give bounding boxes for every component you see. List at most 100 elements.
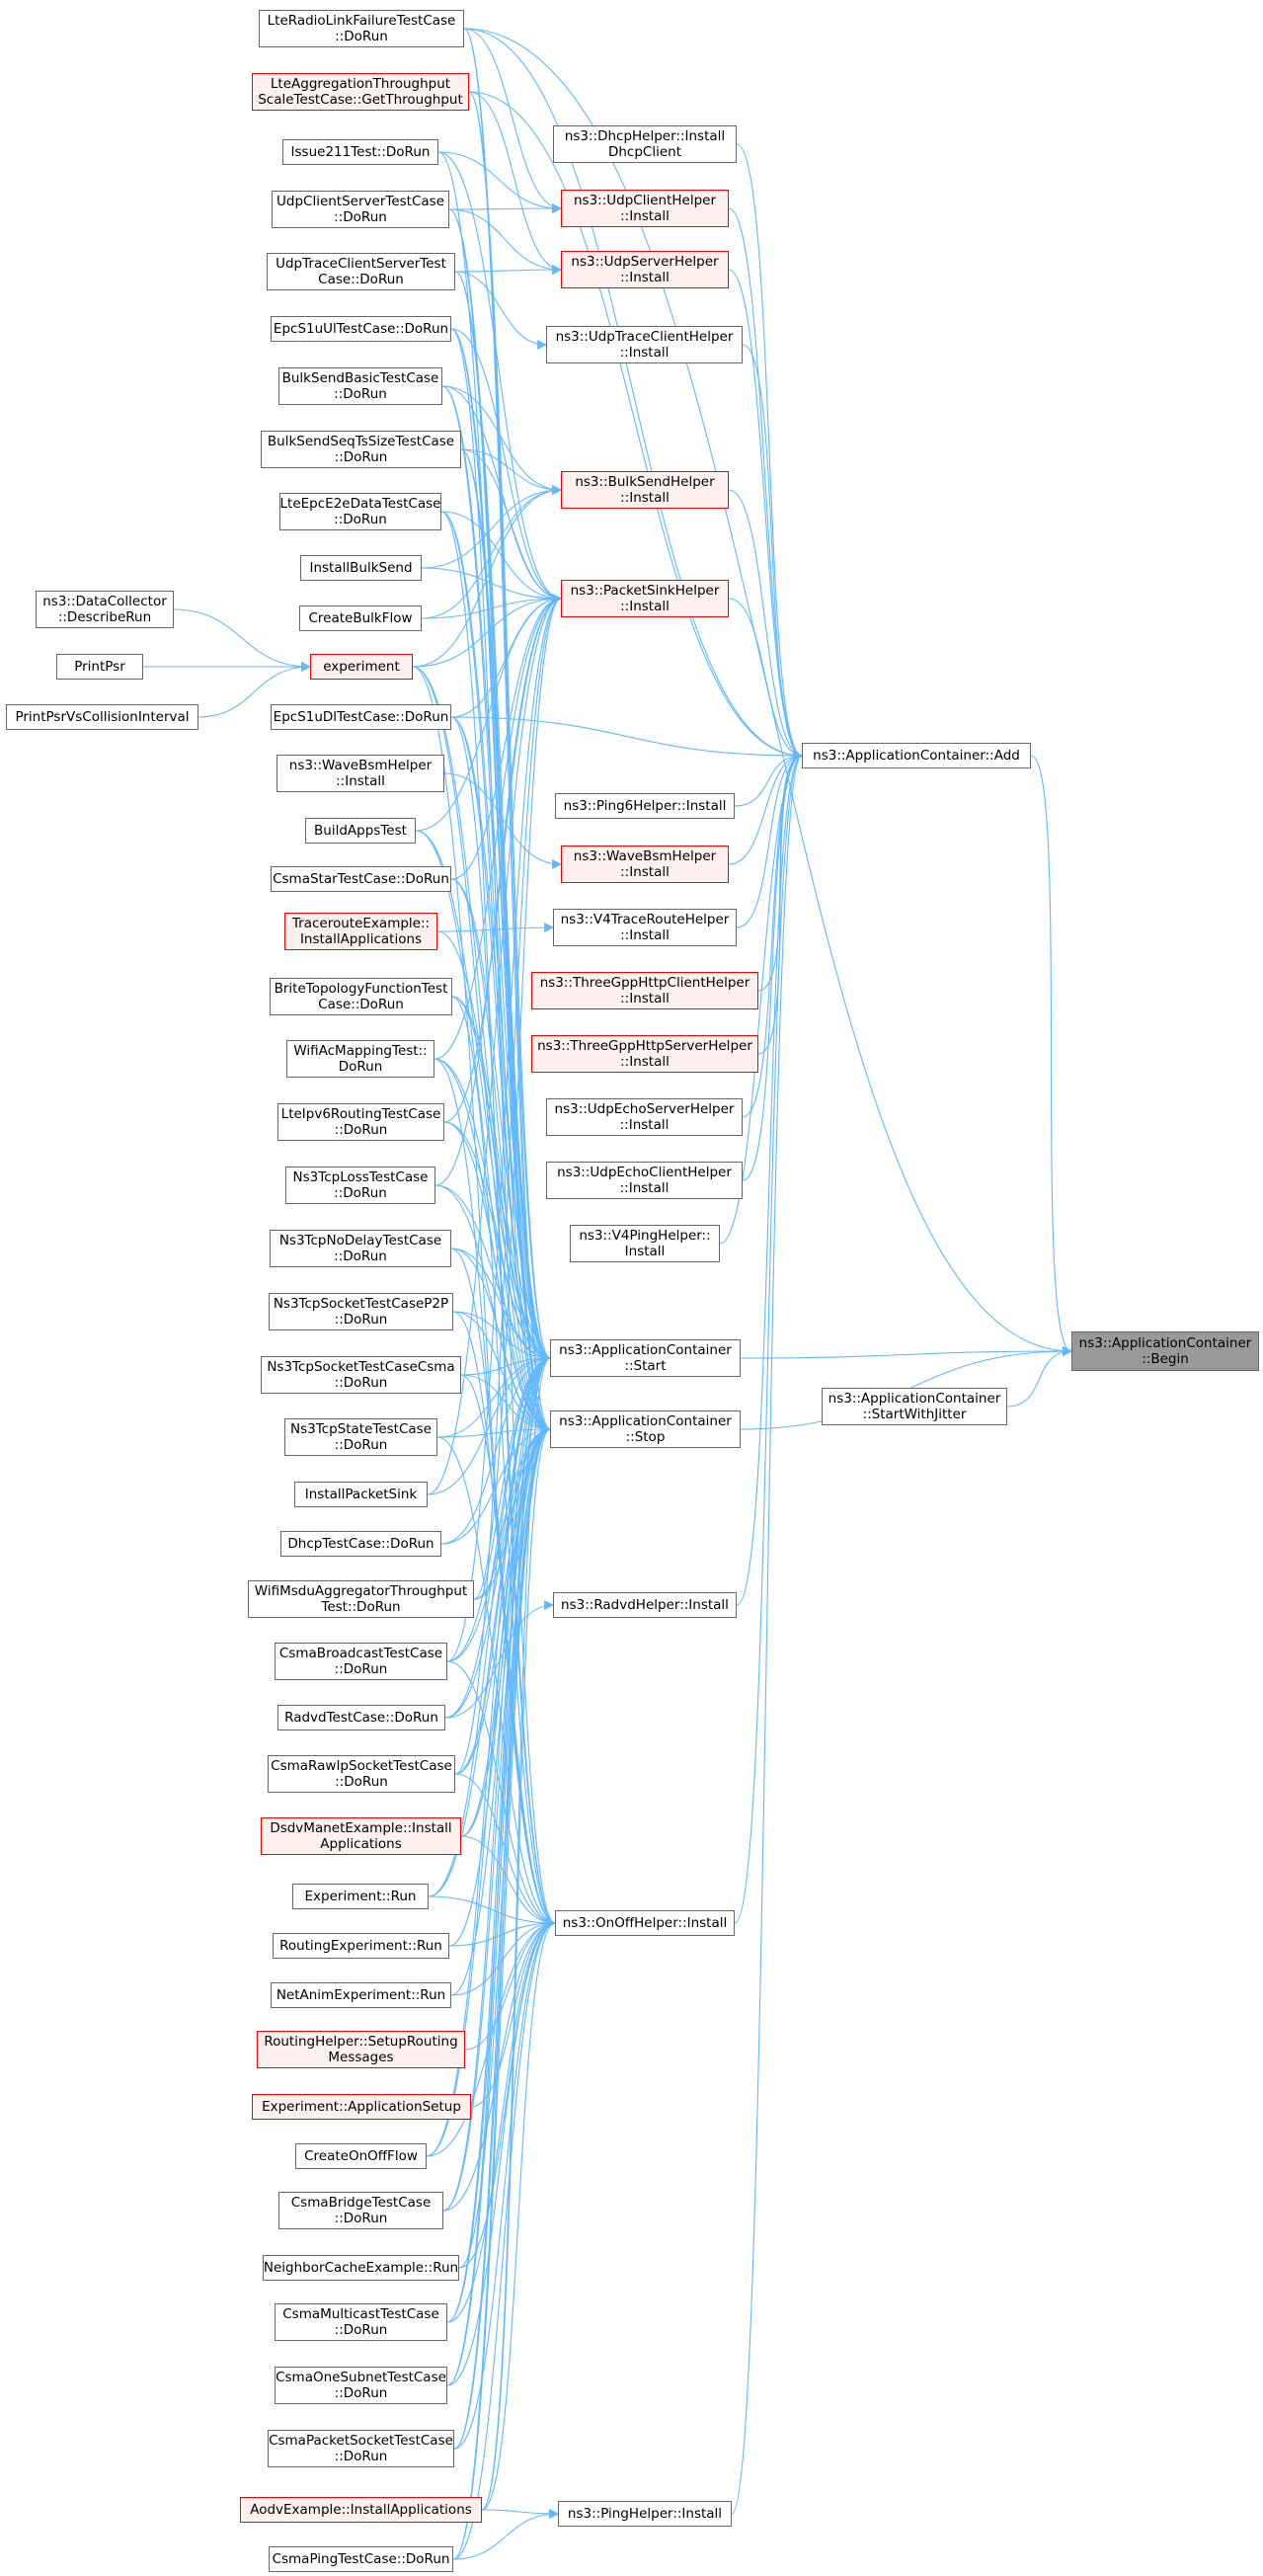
node-epcdl[interactable]: EpcS1uDlTestCase::DoRun xyxy=(271,704,451,730)
node-experiment[interactable]: experiment xyxy=(310,654,413,680)
node-echocl[interactable]: ns3::UdpEchoClientHelper::Install xyxy=(546,1162,743,1199)
node-label-line: ns3::ApplicationContainer xyxy=(828,1391,1001,1407)
node-csmastar[interactable]: CsmaStarTestCase::DoRun xyxy=(271,866,451,892)
node-udpcst[interactable]: UdpClientServerTestCase::DoRun xyxy=(272,191,449,228)
node-label-line: ::DoRun xyxy=(334,1185,387,1201)
node-bulkbasic[interactable]: BulkSendBasicTestCase::DoRun xyxy=(278,367,442,405)
node-stop[interactable]: ns3::ApplicationContainer::Stop xyxy=(550,1410,741,1448)
edge-udpcl-to-add xyxy=(728,207,803,761)
node-label-line: ::Install xyxy=(620,1054,670,1070)
node-udpcl[interactable]: ns3::UdpClientHelper::Install xyxy=(561,190,729,227)
node-label-line: LteRadioLinkFailureTestCase xyxy=(267,13,456,29)
node-lteepc[interactable]: LteEpcE2eDataTestCase::DoRun xyxy=(279,493,441,530)
node-udptr[interactable]: ns3::UdpTraceClientHelper::Install xyxy=(546,326,743,363)
edge-csmamcast-to-start xyxy=(446,1353,551,2323)
node-tcpp2p[interactable]: Ns3TcpSocketTestCaseP2P::DoRun xyxy=(269,1293,453,1330)
node-tracert[interactable]: TracerouteExample::InstallApplications xyxy=(284,913,437,950)
node-printpsr[interactable]: PrintPsr xyxy=(56,654,143,680)
node-csmarawip[interactable]: CsmaRawIpSocketTestCase::DoRun xyxy=(268,1755,455,1793)
node-v4ping[interactable]: ns3::V4PingHelper::Install xyxy=(570,1225,720,1262)
node-sink[interactable]: ns3::PacketSinkHelper::Install xyxy=(561,580,729,617)
edge-v4tr-to-add xyxy=(736,751,803,928)
node-label-line: ::DoRun xyxy=(334,2385,388,2401)
node-tcploss[interactable]: Ns3TcpLossTestCase::DoRun xyxy=(285,1167,435,1204)
node-label-line: ns3::DataCollector xyxy=(42,594,167,609)
node-datacol[interactable]: ns3::DataCollector::DescribeRun xyxy=(36,591,174,628)
node-startjit[interactable]: ns3::ApplicationContainer::StartWithJitt… xyxy=(822,1388,1007,1425)
node-printpsrvs[interactable]: PrintPsrVsCollisionInterval xyxy=(6,704,198,730)
node-csmamcast[interactable]: CsmaMulticastTestCase::DoRun xyxy=(275,2303,447,2341)
node-createonoff[interactable]: CreateOnOffFlow xyxy=(295,2143,427,2169)
node-start[interactable]: ns3::ApplicationContainer::Start xyxy=(550,1339,741,1377)
edge-brite-to-stop xyxy=(451,996,551,1434)
node-radvd[interactable]: ns3::RadvdHelper::Install xyxy=(553,1592,737,1618)
node-expappsetup[interactable]: Experiment::ApplicationSetup xyxy=(252,2094,471,2120)
node-tcpnodelay[interactable]: Ns3TcpNoDelayTestCase::DoRun xyxy=(270,1230,451,1267)
edge-buildapps-to-stop xyxy=(415,830,551,1434)
node-csmaping[interactable]: CsmaPingTestCase::DoRun xyxy=(269,2546,453,2572)
node-buildapps[interactable]: BuildAppsTest xyxy=(305,818,416,844)
node-aodv[interactable]: AodvExample::InstallApplications xyxy=(240,2497,482,2523)
edge-buildapps-to-start xyxy=(415,830,551,1363)
edge-bulkbasic-to-start xyxy=(441,385,551,1363)
node-wifiac[interactable]: WifiAcMappingTest::DoRun xyxy=(286,1040,434,1078)
node-label-line: CreateOnOffFlow xyxy=(304,2148,418,2164)
node-add[interactable]: ns3::ApplicationContainer::Add xyxy=(802,743,1031,768)
node-begin[interactable]: ns3::ApplicationContainer::Begin xyxy=(1071,1331,1259,1371)
node-tcpcsma[interactable]: Ns3TcpSocketTestCaseCsma::DoRun xyxy=(261,1356,461,1394)
node-csmabridge[interactable]: CsmaBridgeTestCase::DoRun xyxy=(278,2192,443,2229)
node-onoff[interactable]: ns3::OnOffHelper::Install xyxy=(555,1910,735,1936)
node-lterlf[interactable]: LteRadioLinkFailureTestCase::DoRun xyxy=(259,10,464,47)
node-ping6[interactable]: ns3::Ping6Helper::Install xyxy=(555,793,735,819)
node-udpsv[interactable]: ns3::UdpServerHelper::Install xyxy=(561,251,729,288)
node-exprun[interactable]: Experiment::Run xyxy=(292,1884,429,1909)
node-httpcl[interactable]: ns3::ThreeGppHttpClientHelper::Install xyxy=(531,972,758,1009)
node-label-line: ::StartWithJitter xyxy=(862,1407,967,1422)
node-wavebsm[interactable]: ns3::WaveBsmHelper::Install xyxy=(561,845,729,883)
node-netanim[interactable]: NetAnimExperiment::Run xyxy=(271,1982,451,2008)
edge-aodv-to-onoff xyxy=(481,1918,556,2511)
node-label-line: CsmaBridgeTestCase xyxy=(290,2195,432,2211)
node-label-line: Install xyxy=(624,1244,666,1259)
edge-start-to-begin xyxy=(740,1346,1072,1359)
node-label-line: UdpClientServerTestCase xyxy=(276,194,444,209)
node-wavebsmi[interactable]: ns3::WaveBsmHelper::Install xyxy=(276,755,444,792)
node-v4tr[interactable]: ns3::V4TraceRouteHelper::Install xyxy=(553,909,737,946)
node-createbulk[interactable]: CreateBulkFlow xyxy=(299,605,422,631)
edge-csmamcast-to-onoff xyxy=(446,1918,556,2323)
node-epcul[interactable]: EpcS1uUlTestCase::DoRun xyxy=(271,316,451,342)
node-csmaone[interactable]: CsmaOneSubnetTestCase::DoRun xyxy=(275,2367,447,2404)
node-routingexp[interactable]: RoutingExperiment::Run xyxy=(273,1933,449,1959)
node-label-line: ::Install xyxy=(619,1117,670,1133)
node-instbulk[interactable]: InstallBulkSend xyxy=(300,555,422,581)
node-radvdtest[interactable]: RadvdTestCase::DoRun xyxy=(277,1705,445,1731)
node-bulk[interactable]: ns3::BulkSendHelper::Install xyxy=(561,471,729,509)
edge-udpcst-to-udpcl xyxy=(448,203,562,213)
node-dhcptest[interactable]: DhcpTestCase::DoRun xyxy=(280,1531,441,1557)
node-csmabcast[interactable]: CsmaBroadcastTestCase::DoRun xyxy=(275,1643,447,1680)
node-label-line: ns3::DhcpHelper::Install xyxy=(564,128,726,144)
node-issue211[interactable]: Issue211Test::DoRun xyxy=(282,139,438,165)
edge-lteagg-to-udpsv xyxy=(468,91,562,275)
node-label-line: Experiment::ApplicationSetup xyxy=(262,2099,461,2115)
edge-csmamcast-to-stop xyxy=(446,1424,551,2323)
node-httpsv[interactable]: ns3::ThreeGppHttpServerHelper::Install xyxy=(531,1035,758,1073)
node-echosv[interactable]: ns3::UdpEchoServerHelper::Install xyxy=(546,1098,743,1136)
node-csmapkt[interactable]: CsmaPacketSocketTestCase::DoRun xyxy=(268,2430,454,2467)
node-bulkseq[interactable]: BulkSendSeqTsSizeTestCase::DoRun xyxy=(261,431,461,468)
node-neighbor[interactable]: NeighborCacheExample::Run xyxy=(263,2255,459,2281)
node-lteipv6[interactable]: LteIpv6RoutingTestCase::DoRun xyxy=(277,1103,444,1141)
edge-csmastar-to-sink xyxy=(450,594,562,880)
node-label-line: RoutingExperiment::Run xyxy=(279,1938,442,1954)
node-tcpstate[interactable]: Ns3TcpStateTestCase::DoRun xyxy=(284,1418,437,1456)
node-instsink[interactable]: InstallPacketSink xyxy=(294,1482,428,1507)
node-pinghelp[interactable]: ns3::PingHelper::Install xyxy=(558,2501,732,2527)
edge-tcpnodelay-to-stop xyxy=(450,1248,551,1434)
